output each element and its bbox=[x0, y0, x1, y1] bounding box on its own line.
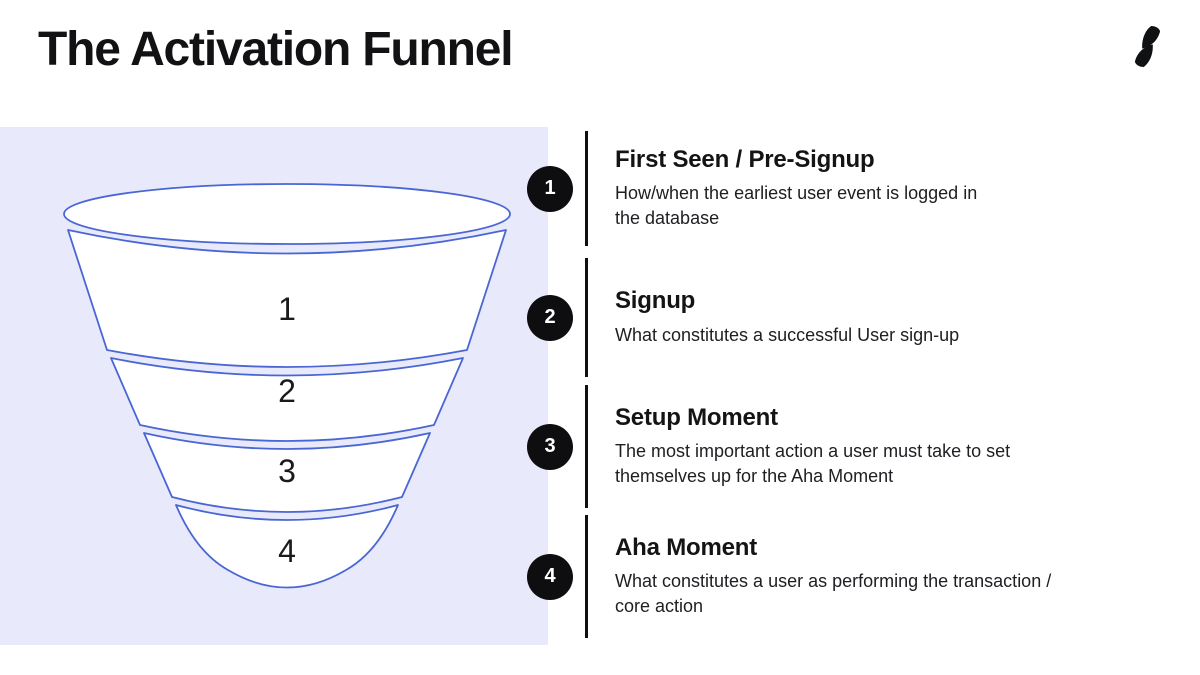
step-description-line: How/when the earliest user event is logg… bbox=[615, 183, 978, 204]
page-title: The Activation Funnel bbox=[38, 23, 514, 76]
step-number-badge: 3 bbox=[527, 423, 573, 470]
funnel-segment-label-2: 2 bbox=[278, 373, 296, 409]
step-title: First Seen / Pre-Signup bbox=[615, 145, 875, 173]
step-description: How/when the earliest user event is logg… bbox=[615, 181, 1180, 231]
step-description: What constitutes a user as performing th… bbox=[615, 569, 1180, 619]
step-title: Signup bbox=[615, 287, 696, 315]
step-texts: Aha Moment What constitutes a user as pe… bbox=[615, 534, 1180, 620]
step-description-line: themselves up for the Aha Moment bbox=[615, 466, 894, 487]
step-title: Setup Moment bbox=[615, 403, 778, 431]
step-divider bbox=[585, 258, 588, 377]
step-item-signup: 2 Signup What constitutes a successful U… bbox=[527, 258, 1180, 377]
funnel-segment-label-3: 3 bbox=[278, 453, 296, 489]
funnel-segment-label-1: 1 bbox=[278, 291, 296, 327]
step-divider bbox=[585, 385, 588, 508]
step-texts: First Seen / Pre-Signup How/when the ear… bbox=[615, 146, 1180, 232]
step-description: The most important action a user must ta… bbox=[615, 439, 1180, 489]
step-description-line: core action bbox=[615, 596, 704, 617]
funnel-segment-label-4: 4 bbox=[278, 533, 296, 569]
step-number-badge: 2 bbox=[527, 294, 573, 341]
funnel-rim-ellipse bbox=[63, 183, 511, 245]
step-number-badge: 1 bbox=[527, 165, 573, 212]
funnel-diagram: 1 2 3 4 bbox=[63, 183, 511, 589]
step-item-aha-moment: 4 Aha Moment What constitutes a user as … bbox=[527, 515, 1180, 638]
step-title: Aha Moment bbox=[615, 533, 758, 561]
funnel-segment-3 bbox=[143, 432, 431, 513]
logo-fin-top bbox=[1142, 26, 1161, 49]
funnel-segment-2 bbox=[110, 357, 464, 442]
step-item-setup-moment: 3 Setup Moment The most important action… bbox=[527, 385, 1180, 508]
funnel-segment-4 bbox=[175, 504, 399, 589]
step-texts: Signup What constitutes a successful Use… bbox=[615, 287, 1180, 348]
step-description-line: What constitutes a successful User sign-… bbox=[615, 324, 960, 345]
funnel-segment-1 bbox=[67, 229, 507, 368]
step-description-line: What constitutes a user as performing th… bbox=[615, 571, 1052, 592]
step-number-badge: 4 bbox=[527, 553, 573, 600]
step-description-line: The most important action a user must ta… bbox=[615, 441, 1011, 462]
reforge-logo-icon bbox=[1134, 26, 1161, 67]
step-item-first-seen: 1 First Seen / Pre-Signup How/when the e… bbox=[527, 131, 1180, 246]
step-divider bbox=[585, 515, 588, 638]
step-description: What constitutes a successful User sign-… bbox=[615, 323, 1180, 348]
logo-fin-bottom bbox=[1134, 44, 1153, 67]
step-description-line: the database bbox=[615, 208, 720, 229]
step-texts: Setup Moment The most important action a… bbox=[615, 404, 1180, 490]
funnel-panel: 1 2 3 4 bbox=[0, 127, 548, 645]
step-divider bbox=[585, 131, 588, 246]
